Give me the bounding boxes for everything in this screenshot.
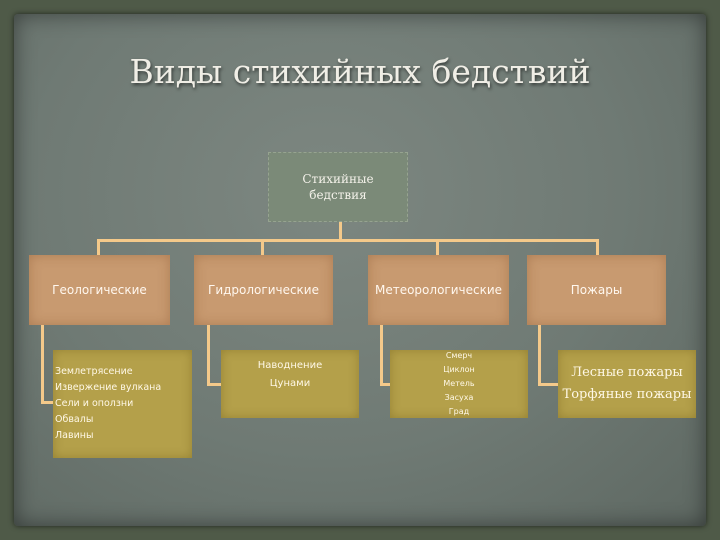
branch-hydrologic: [207, 325, 210, 385]
list-item: Землетрясение: [55, 366, 133, 377]
items-meteorologic: Смерч Циклон Метель Засуха Град: [390, 350, 528, 418]
root-label-line2: бедствия: [309, 188, 367, 202]
items-geologic: Землетрясение Извержение вулкана Сели и …: [53, 350, 192, 458]
root-connector: [339, 222, 342, 240]
branch-meteorologic: [380, 325, 383, 385]
list-item: Сели и оползни: [55, 398, 134, 409]
connector-meteorologic: [436, 239, 439, 255]
list-item: Град: [448, 407, 470, 416]
list-item: Торфяные пожары: [562, 387, 692, 402]
items-fires: Лесные пожары Торфяные пожары: [558, 350, 696, 418]
category-hydrologic: Гидрологические: [194, 255, 333, 325]
branch-fires-h: [538, 383, 558, 386]
connector-hydrologic: [261, 239, 264, 255]
category-label: Метеорологические: [374, 283, 503, 297]
list-item: Извержение вулкана: [55, 382, 162, 393]
branch-geologic: [41, 325, 44, 403]
branch-fires: [538, 325, 541, 385]
list-item: Засуха: [444, 393, 474, 402]
horizontal-connector: [97, 239, 599, 242]
branch-hydrologic-h: [207, 383, 221, 386]
list-item: Циклон: [443, 365, 475, 374]
list-item: Метель: [443, 379, 475, 388]
root-node: Стихийные бедствия: [268, 152, 408, 222]
branch-geologic-h: [41, 401, 53, 404]
slide-title: Виды стихийных бедствий: [129, 52, 591, 91]
category-label: Пожары: [570, 283, 623, 297]
category-fires: Пожары: [527, 255, 666, 325]
list-item: Лесные пожары: [571, 365, 683, 380]
category-meteorologic: Метеорологические: [368, 255, 509, 325]
connector-geologic: [97, 239, 100, 255]
list-item: Смерч: [445, 351, 473, 360]
category-label: Гидрологические: [208, 283, 319, 297]
category-label: Геологические: [52, 283, 147, 297]
items-hydrologic: Наводнение Цунами: [221, 350, 359, 418]
root-label-line1: Стихийные: [302, 172, 374, 186]
category-geologic: Геологические: [29, 255, 170, 325]
connector-fires: [596, 239, 599, 255]
list-item: Наводнение: [257, 360, 323, 371]
list-item: Цунами: [269, 378, 311, 389]
branch-meteorologic-h: [380, 383, 390, 386]
list-item: Лавины: [55, 430, 94, 441]
list-item: Обвалы: [55, 414, 94, 425]
